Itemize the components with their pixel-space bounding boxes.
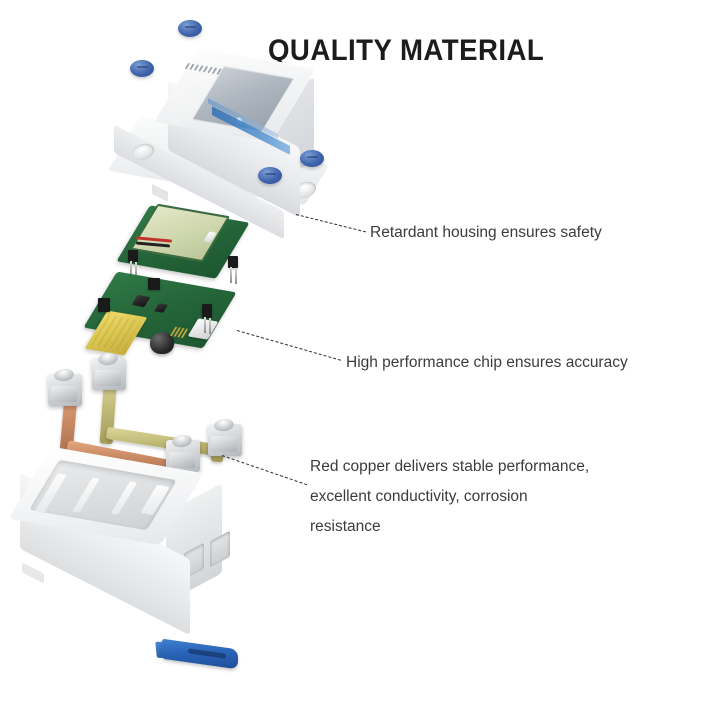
blue-screw-icon (130, 60, 154, 77)
enclosure-notch (22, 562, 44, 584)
header-pin (209, 318, 211, 334)
header-pin (235, 268, 237, 284)
housing-foot (152, 183, 168, 203)
blue-screw-icon (300, 150, 324, 167)
screw-terminal-block (92, 358, 126, 390)
busbar-assembly-part (40, 356, 270, 516)
header-pin (204, 317, 206, 333)
callout-housing-text: Retardant housing ensures safety (370, 224, 602, 241)
callout-copper-text: Red copper delivers stable performance, … (310, 458, 590, 535)
pin-header (98, 298, 110, 312)
pin-header (228, 256, 238, 268)
page-title: QUALITY MATERIAL (268, 34, 545, 67)
header-pin (230, 267, 232, 283)
screw-terminal-block (48, 374, 82, 406)
pin-header (202, 304, 212, 318)
header-pin (130, 261, 132, 277)
leader-line-housing (295, 214, 366, 233)
base-enclosure-part (8, 446, 248, 662)
pin-header (128, 250, 138, 262)
main-pcb-part (83, 271, 256, 382)
screw-terminal-block (208, 424, 242, 456)
callout-chip-text: High performance chip ensures accuracy (346, 354, 628, 371)
blue-screw-icon (258, 167, 282, 184)
display-pcb-part (116, 203, 262, 296)
blue-screw-icon (178, 20, 202, 37)
screw-terminal-block (166, 440, 200, 472)
header-pin (135, 262, 137, 278)
pin-header (148, 278, 160, 290)
electrolytic-capacitor (150, 332, 174, 354)
din-rail-clip-part (155, 638, 254, 680)
